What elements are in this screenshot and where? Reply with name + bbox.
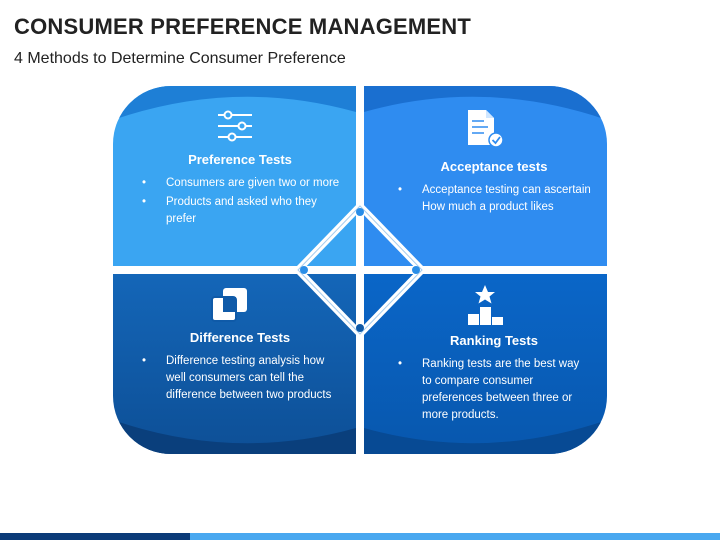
- ranking-tests-title: Ranking Tests: [450, 333, 538, 348]
- podium-star-icon: [468, 285, 503, 325]
- bottom-accent-bar: [0, 533, 720, 540]
- page-subtitle: 4 Methods to Determine Consumer Preferen…: [14, 50, 346, 67]
- center-diamond: [293, 200, 427, 340]
- page-title: CONSUMER PREFERENCE MANAGEMENT: [14, 14, 472, 39]
- overlap-squares-icon: [211, 288, 247, 322]
- list-item: Ranking tests are the best way to compar…: [398, 356, 592, 424]
- list-item: Consumers are given two or more: [142, 175, 340, 192]
- quadrant-acceptance-tests: Acceptance tests Acceptance testing can …: [396, 159, 592, 218]
- document-check-icon: [468, 110, 504, 148]
- difference-tests-title: Difference Tests: [189, 330, 291, 345]
- ranking-tests-bullets: Ranking tests are the best way to compar…: [396, 356, 592, 424]
- list-item: Products and asked who they prefer: [142, 194, 340, 228]
- preference-tests-title: Preference Tests: [188, 152, 292, 167]
- preference-tests-bullets: Consumers are given two or more Products…: [140, 175, 340, 228]
- list-item: Difference testing analysis how well con…: [142, 353, 340, 404]
- quadrant-difference-tests: Difference Tests Difference testing anal…: [140, 330, 340, 406]
- acceptance-tests-title: Acceptance tests: [440, 159, 548, 174]
- quadrant-top-left-sheen: [113, 86, 356, 120]
- quadrant-preference-tests: Preference Tests Consumers are given two…: [140, 152, 340, 230]
- difference-tests-bullets: Difference testing analysis how well con…: [140, 353, 340, 404]
- acceptance-tests-bullets: Acceptance testing can ascertain How muc…: [396, 182, 592, 216]
- sliders-icon: [218, 110, 252, 142]
- quadrant-top-right-sheen: [364, 86, 607, 120]
- list-item: Acceptance testing can ascertain How muc…: [398, 182, 592, 216]
- quadrant-bottom-left-sheen: [113, 420, 356, 454]
- quadrant-bottom-right-sheen: [364, 420, 607, 454]
- quadrant-ranking-tests: Ranking Tests Ranking tests are the best…: [396, 333, 592, 426]
